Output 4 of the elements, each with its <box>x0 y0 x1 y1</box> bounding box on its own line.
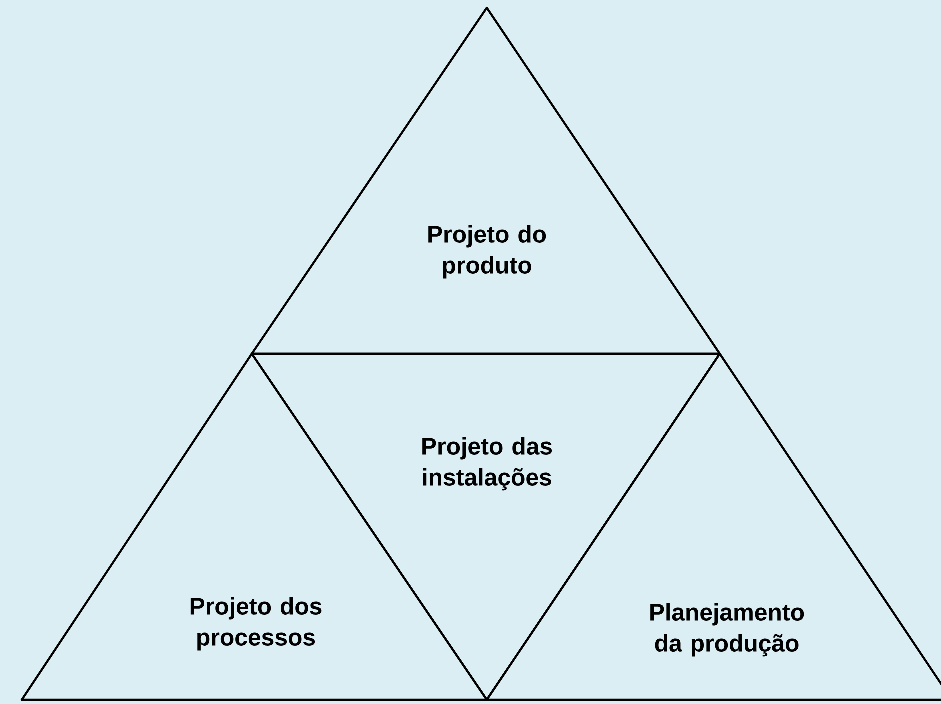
triangle-label: Projeto dos processos <box>190 597 322 651</box>
triangle-label: Planejamento da produção <box>650 603 804 657</box>
triangle-label: Projeto do produto <box>428 225 546 279</box>
triangle-label: Projeto das instalações <box>422 437 552 491</box>
